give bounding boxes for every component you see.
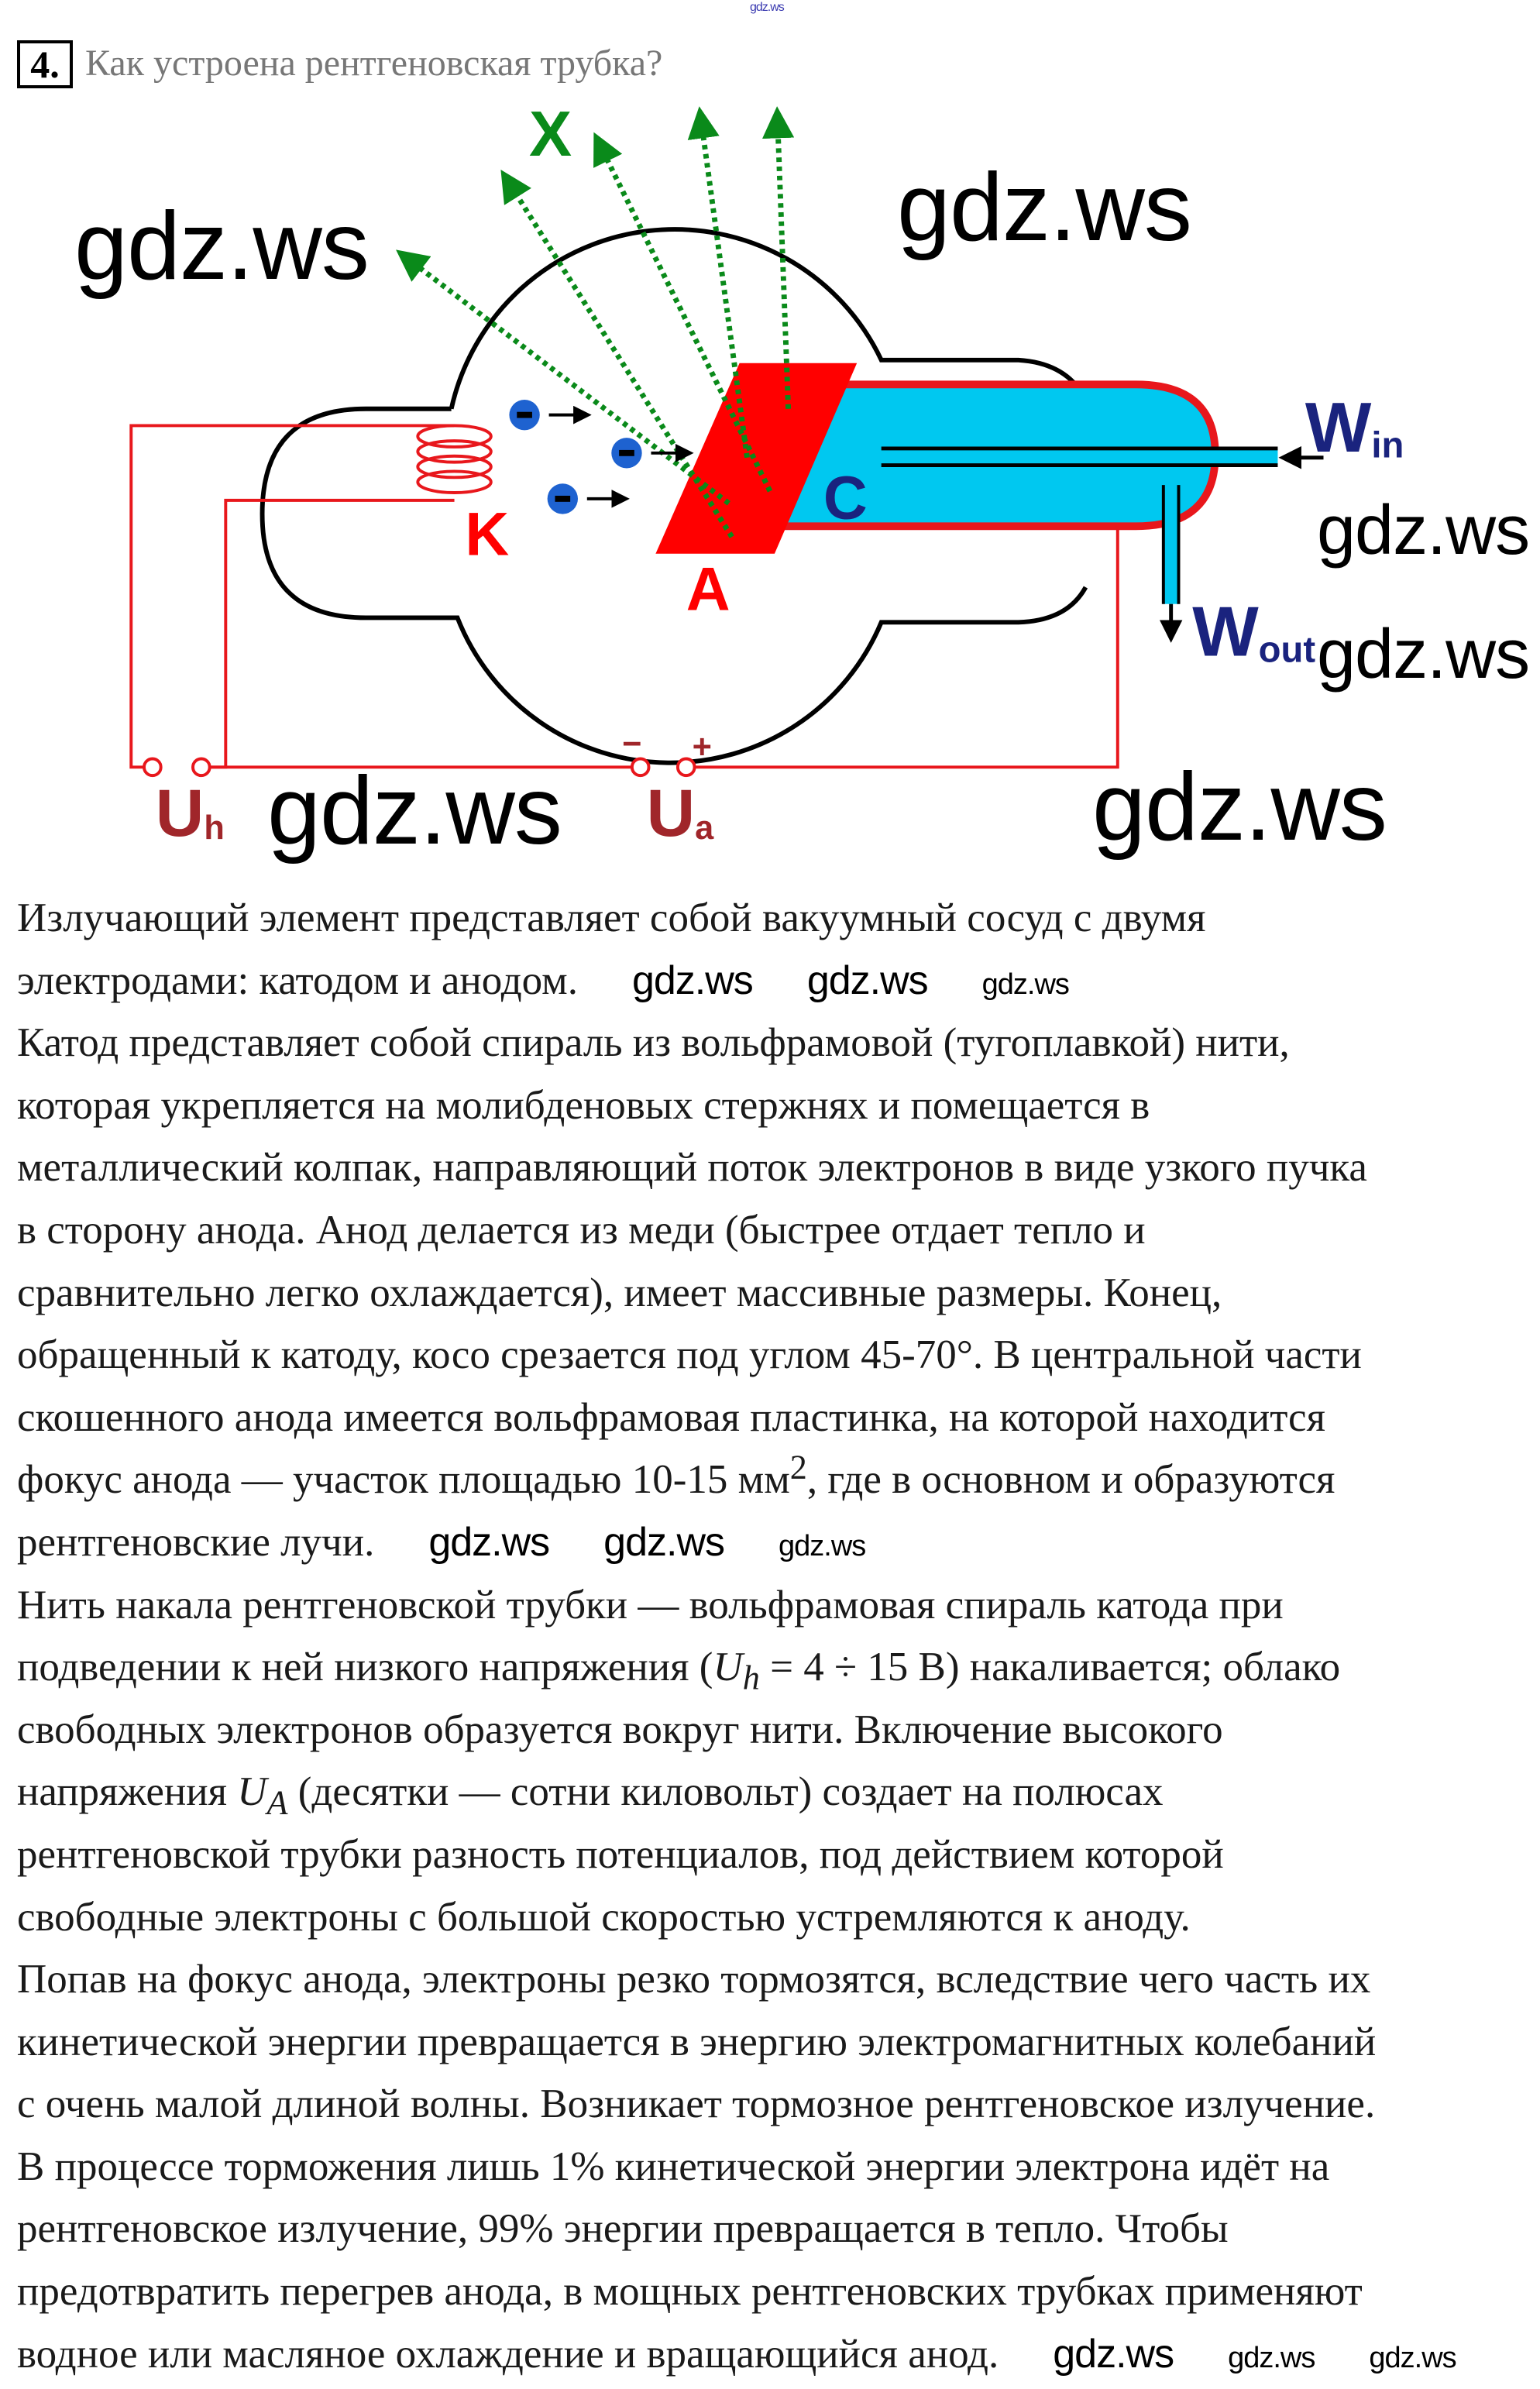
electron-icon — [547, 483, 630, 514]
text-line: водное или масляное охлаждение и вращающ… — [17, 2323, 1457, 2386]
text-segment: , где в основном и образуются — [806, 1457, 1335, 1503]
text-line: рентгеновское излучение, 99% энергии пре… — [17, 2198, 1456, 2260]
text-segment: которая укрепляется на молибденовых стер… — [17, 1082, 1150, 1128]
text-segment: Попав на фокус анода, электроны резко то… — [17, 1957, 1371, 2002]
watermark: gdz.ws — [779, 1529, 866, 1562]
text-line: обращенный к катоду, косо срезается под … — [17, 1324, 1456, 1387]
text-segment: электродами: катодом и анодом. — [17, 957, 578, 1003]
watermark: gdz.ws — [806, 957, 929, 1003]
text-segment: В процессе торможения лишь 1% кинетическ… — [17, 2143, 1330, 2189]
text-segment: = 4 ÷ 15 В) накаливается; облако — [759, 1645, 1341, 1690]
text-line: подведении к ней низкого напряжения (Uh … — [17, 1636, 1456, 1699]
watermark: gdz.ws — [603, 1519, 725, 1565]
text-line: В процессе торможения лишь 1% кинетическ… — [17, 2136, 1456, 2198]
xray-arrows — [396, 106, 795, 538]
text-segment: рентгеновское излучение, 99% энергии пре… — [17, 2206, 1229, 2252]
watermark: gdz.ws — [1317, 492, 1530, 569]
cathode-coil — [416, 424, 493, 494]
text-segment: металлический колпак, направляющий поток… — [17, 1145, 1367, 1191]
label-ua: Ua — [647, 776, 715, 851]
anode — [655, 363, 858, 554]
label-c: C — [823, 463, 868, 531]
watermark: gdz.ws — [1228, 2341, 1315, 2374]
text-segment: предотвратить перегрев анода, в мощных р… — [17, 2269, 1363, 2315]
text-segment: обращенный к катоду, косо срезается под … — [17, 1332, 1362, 1378]
text-segment: в сторону анода. Анод делается из меди (… — [17, 1207, 1146, 1253]
text-segment: с очень малой длиной волны. Возникает то… — [17, 2081, 1376, 2127]
text-line: рентгеновские лучи. gdz.ws gdz.ws gdz.ws — [17, 1511, 1456, 1574]
text-segment: h — [742, 1659, 760, 1697]
text-line: которая укрепляется на молибденовых стер… — [17, 1074, 1456, 1137]
electrons — [509, 399, 694, 514]
text-segment: U — [237, 1769, 267, 1815]
label-k: K — [465, 500, 509, 569]
text-segment: сравнительно легко охлаждается), имеет м… — [17, 1270, 1222, 1315]
text-segment: A — [266, 1783, 288, 1822]
text-line: в сторону анода. Анод делается из меди (… — [17, 1199, 1456, 1262]
watermark: gdz.ws — [428, 1519, 550, 1565]
label-plus: + — [693, 729, 712, 766]
text-segment: свободные электроны с большой скоростью … — [17, 1894, 1191, 1940]
text-segment: Нить накала рентгеновской трубки — вольф… — [17, 1582, 1284, 1628]
text-line: напряжения UA (десятки — сотни киловольт… — [17, 1761, 1456, 1824]
text-segment: фокус анода — участок площадью 10-15 мм — [17, 1457, 790, 1503]
watermark: gdz.ws — [897, 154, 1192, 261]
water-in-pipe — [881, 448, 1278, 466]
label-a: A — [686, 555, 730, 624]
text-segment: свободных электронов образуется вокруг н… — [17, 1707, 1223, 1752]
text-segment: (десятки — сотни киловольт) создает на п… — [287, 1769, 1164, 1815]
text-line: предотвратить перегрев анода, в мощных р… — [17, 2260, 1456, 2323]
question-number: 4. — [17, 40, 73, 88]
electron-icon — [611, 438, 694, 469]
text-segment: 2 — [789, 1448, 807, 1487]
label-uh: Uh — [156, 776, 225, 851]
watermark: gdz.ws — [631, 957, 754, 1003]
text-line: сравнительно легко охлаждается), имеет м… — [17, 1262, 1456, 1325]
text-line: рентгеновской трубки разность потенциало… — [17, 1824, 1456, 1886]
water-out-pipe — [1163, 485, 1179, 604]
answer-text: Излучающий элемент представляет собой ва… — [17, 887, 1457, 2386]
text-segment: рентгеновской трубки разность потенциало… — [17, 1831, 1224, 1877]
watermark: gdz.ws — [1092, 754, 1387, 861]
text-segment: скошенного анода имеется вольфрамовая пл… — [17, 1394, 1325, 1440]
text-line: Катод представляет собой спираль из воль… — [17, 1012, 1456, 1074]
text-line: кинетической энергии превращается в энер… — [17, 2011, 1456, 2074]
text-line: Излучающий элемент представляет собой ва… — [17, 887, 1456, 950]
text-line: скошенного анода имеется вольфрамовая пл… — [17, 1387, 1456, 1449]
text-segment: Катод представляет собой спираль из воль… — [17, 1020, 1290, 1066]
text-line: свободных электронов образуется вокруг н… — [17, 1699, 1456, 1762]
electron-icon — [509, 399, 592, 431]
text-segment: кинетической энергии превращается в энер… — [17, 2019, 1377, 2064]
text-line: электродами: катодом и анодом. gdz.ws gdz.… — [17, 950, 1456, 1012]
text-segment: Излучающий элемент представляет собой ва… — [17, 895, 1206, 940]
watermark: gdz.ws — [74, 193, 370, 300]
circuit-wires — [129, 424, 1119, 778]
watermark: gdz.ws — [981, 968, 1070, 1001]
watermark: gdz.ws — [1369, 2341, 1456, 2374]
watermark: gdz.ws — [1053, 2331, 1174, 2377]
text-segment: рентгеновские лучи. — [17, 1519, 375, 1565]
bulb-outline — [260, 227, 1088, 765]
text-line: фокус анода — участок площадью 10-15 мм2… — [17, 1449, 1456, 1511]
label-w-in: Win — [1305, 389, 1404, 467]
watermark: gdz.ws — [1317, 616, 1530, 693]
text-segment: напряжения — [17, 1769, 238, 1815]
watermark: gdz.ws — [267, 758, 562, 865]
text-line: свободные электроны с большой скоростью … — [17, 1886, 1456, 1949]
text-line: металлический колпак, направляющий поток… — [17, 1136, 1456, 1199]
text-segment: U — [713, 1645, 743, 1690]
text-line: с очень малой длиной волны. Возникает то… — [17, 2073, 1456, 2136]
label-x: X — [529, 98, 572, 170]
text-segment: водное или масляное охлаждение и вращающ… — [17, 2331, 999, 2377]
text-line: Попав на фокус анода, электроны резко то… — [17, 1948, 1456, 2011]
site-mark-top: gdz.ws — [750, 1, 785, 14]
xray-tube-diagram: X K A C Win Wout − + Uh Ua — [129, 98, 1404, 851]
label-minus: − — [622, 726, 641, 763]
text-segment: подведении к ней низкого напряжения ( — [17, 1645, 713, 1690]
question-title: Как устроена рентгеновская трубка? — [85, 43, 663, 84]
label-w-out: Wout — [1192, 593, 1315, 672]
text-line: Нить накала рентгеновской трубки — вольф… — [17, 1574, 1456, 1637]
